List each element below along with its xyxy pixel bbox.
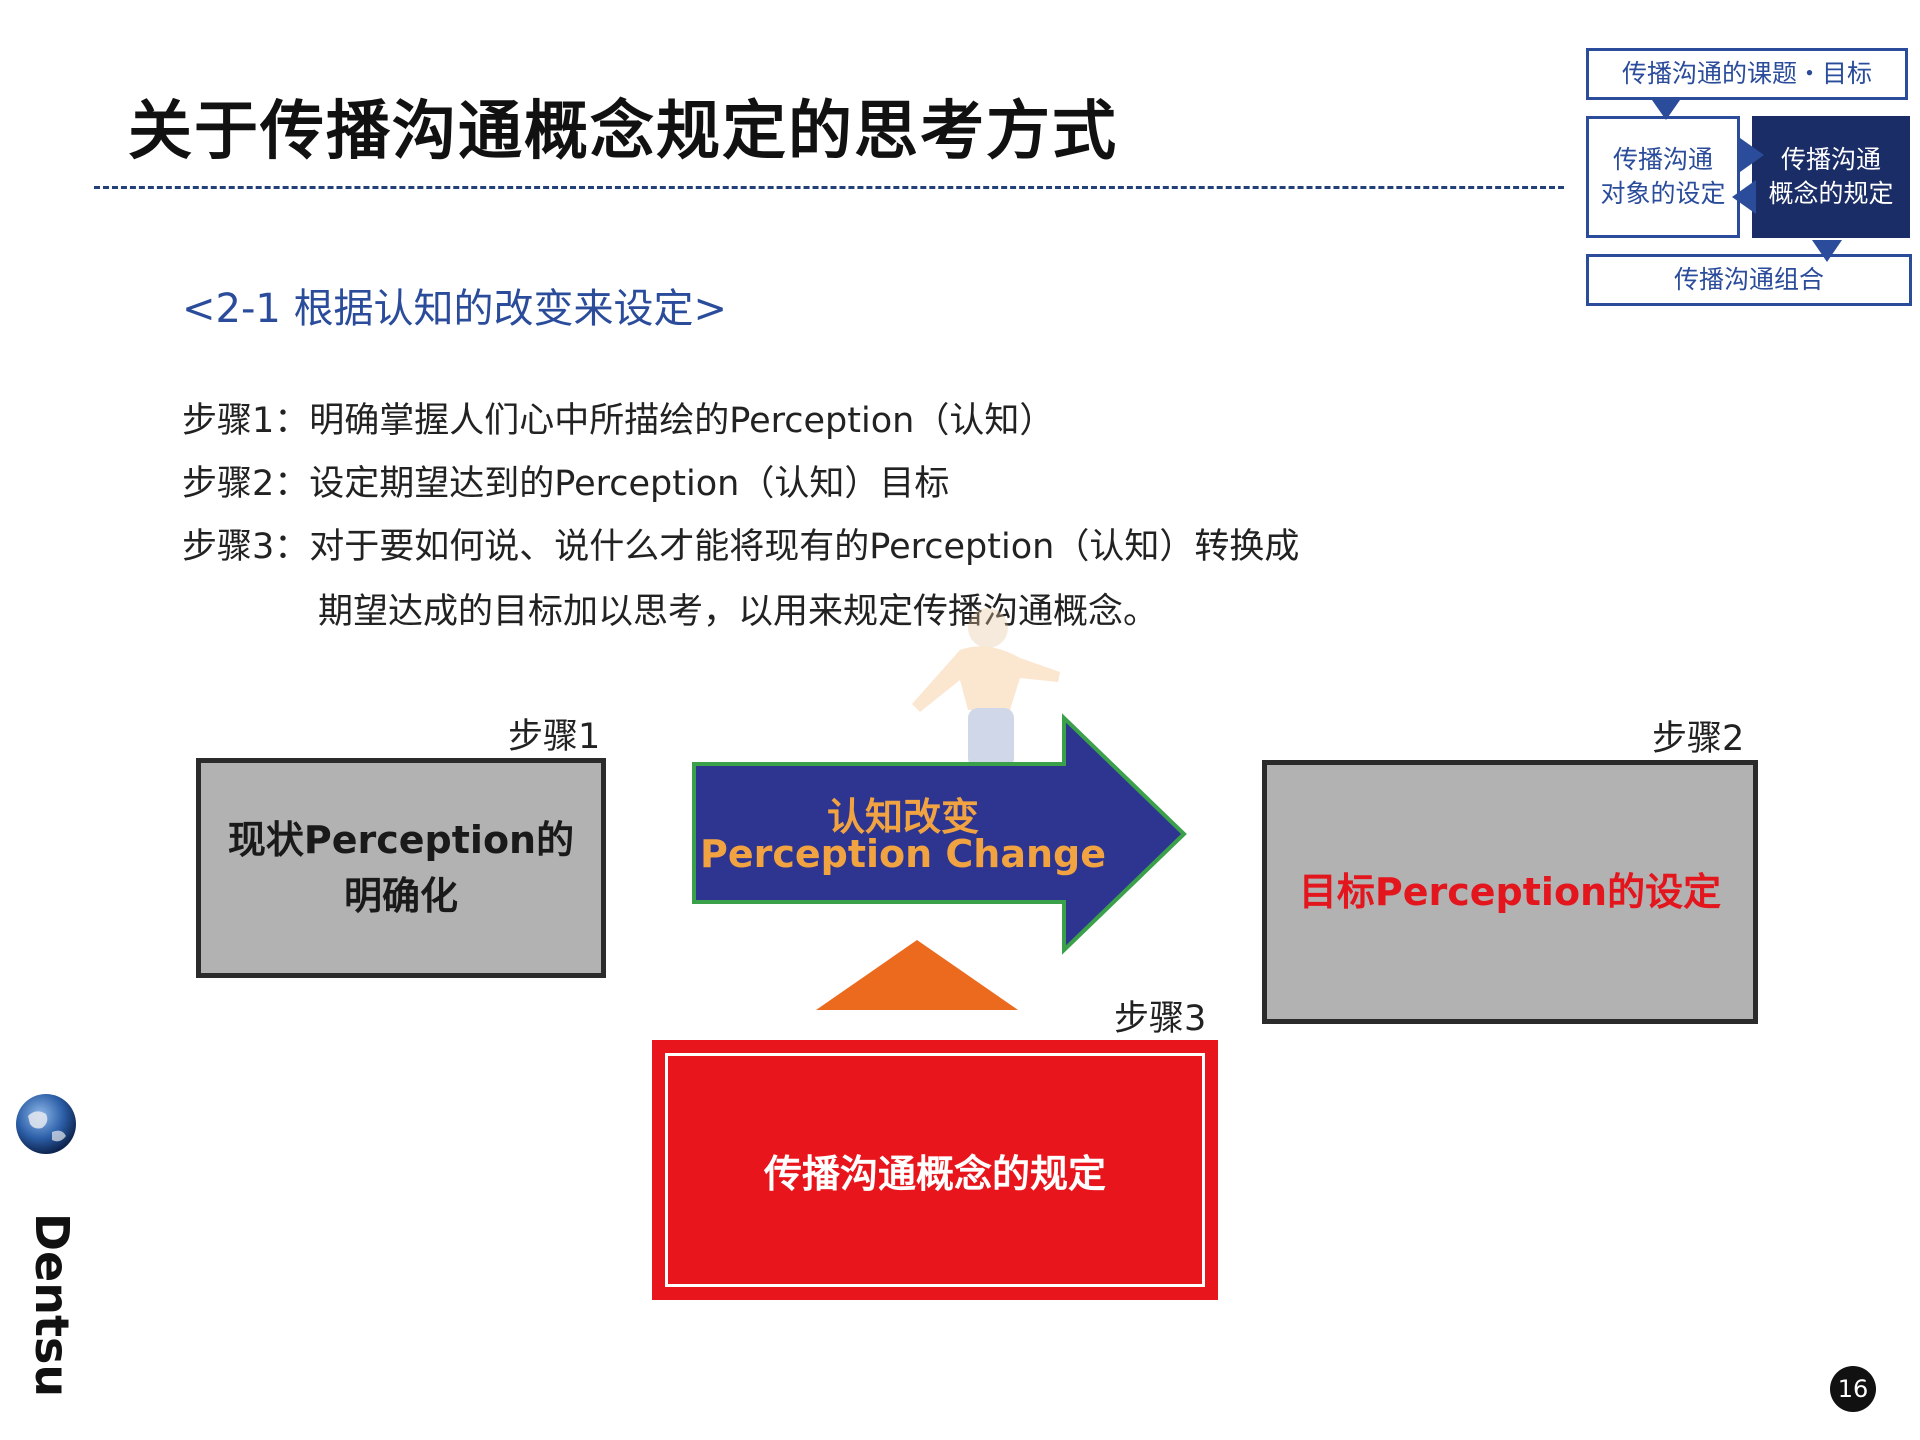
page-title: 关于传播沟通概念规定的思考方式	[128, 95, 1118, 169]
perception-change-cn: 认知改变	[826, 795, 979, 839]
nav-target-audience-line1: 传播沟通	[1612, 145, 1713, 174]
nav-concept-definition-line2: 概念的规定	[1768, 179, 1894, 208]
globe-logo-icon	[16, 1094, 76, 1154]
nav-left-arrow-icon	[1732, 180, 1756, 214]
nav-down-arrow-icon	[1652, 100, 1680, 120]
step-3-continuation: 期望达成的目标加以思考，以用来规定传播沟通概念。	[318, 592, 1159, 632]
communication-concept-box: 传播沟通概念的规定	[652, 1040, 1218, 1300]
nav-down-arrow-2-icon	[1812, 240, 1842, 262]
page-number: 16	[1830, 1366, 1876, 1412]
step-2-text: 步骤2：设定期望达到的Perception（认知）目标	[182, 464, 950, 504]
person-illustration-icon	[912, 608, 1060, 768]
section-subtitle: <2-1 根据认知的改变来设定>	[182, 286, 728, 332]
diagram-step-2-label: 步骤2	[1652, 719, 1745, 759]
current-perception-line1: 现状Perception的	[227, 818, 575, 862]
step-1-text: 步骤1：明确掌握人们心中所描绘的Perception（认知）	[182, 401, 1055, 441]
dentsu-logo: Dentsu	[12, 1210, 92, 1400]
current-perception-box: 现状Perception的 明确化	[196, 758, 606, 978]
communication-concept-inner: 传播沟通概念的规定	[665, 1053, 1205, 1287]
orange-up-triangle-icon	[816, 940, 1018, 1010]
nav-communication-mix[interactable]: 传播沟通组合	[1586, 254, 1912, 306]
nav-target-audience-line2: 对象的设定	[1600, 179, 1726, 208]
dentsu-logo-text: Dentsu	[25, 1212, 79, 1398]
nav-concept-definition-line1: 传播沟通	[1780, 145, 1881, 174]
target-perception-box: 目标Perception的设定	[1262, 760, 1758, 1024]
nav-issue-goal[interactable]: 传播沟通的课题・目标	[1586, 48, 1908, 100]
nav-concept-definition[interactable]: 传播沟通 概念的规定	[1752, 116, 1910, 238]
diagram-step-3-label: 步骤3	[1114, 999, 1207, 1039]
communication-concept-text: 传播沟通概念的规定	[763, 1151, 1106, 1196]
nav-flow-arrows	[1652, 100, 1842, 262]
target-perception-text: 目标Perception的设定	[1298, 870, 1722, 914]
perception-change-en: Perception Change	[699, 832, 1107, 876]
perception-change-arrow	[692, 713, 1187, 955]
nav-target-audience[interactable]: 传播沟通 对象的设定	[1586, 116, 1740, 238]
step-3-text: 步骤3：对于要如何说、说什么才能将现有的Perception（认知）转换成	[182, 527, 1300, 567]
nav-right-arrow-icon	[1740, 138, 1764, 172]
title-divider	[94, 186, 1564, 189]
current-perception-line2: 明确化	[343, 874, 458, 918]
diagram-step-1-label: 步骤1	[508, 717, 601, 757]
